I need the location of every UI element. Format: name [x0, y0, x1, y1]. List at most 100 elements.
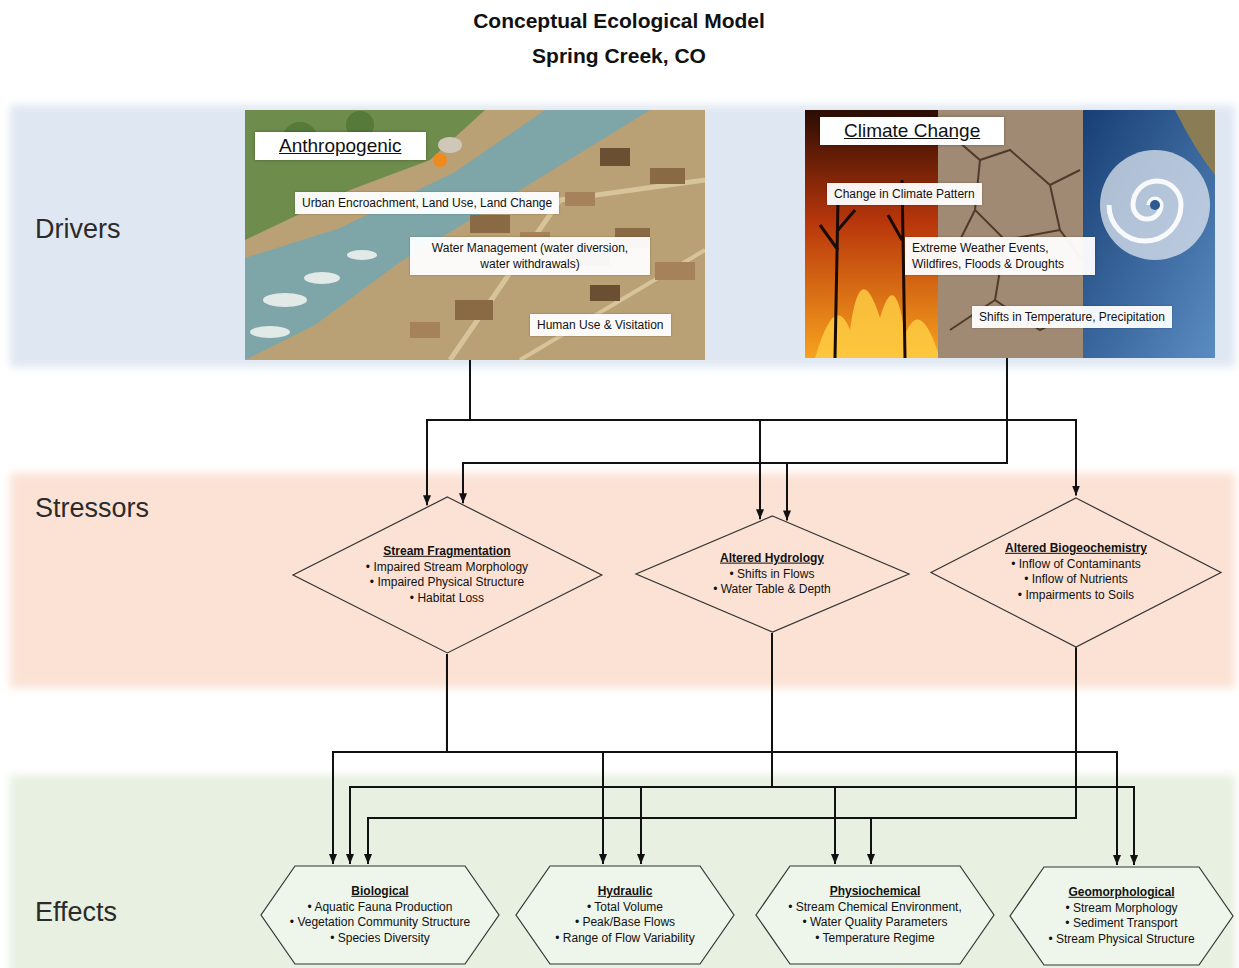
- hexagon-shape: [1010, 867, 1233, 965]
- burnt-tree: [820, 180, 905, 358]
- anthropogenic-illustration: [245, 110, 705, 360]
- rapids: [304, 272, 340, 284]
- stressor-heading: Altered Hydrology: [713, 551, 831, 567]
- connector-arrow: [463, 358, 1007, 503]
- building: [455, 300, 493, 320]
- fire-spot: [433, 153, 447, 167]
- text-block: Hydraulic• Total Volume• Peak/Base Flows…: [555, 884, 694, 946]
- text-block: Stream Fragmentation• Impaired Stream Mo…: [366, 544, 528, 606]
- stressor-item: • Inflow of Contaminants: [1005, 556, 1147, 572]
- rapids: [250, 326, 290, 338]
- driver-label-box: Human Use & Visitation: [530, 314, 671, 336]
- effect-item: • Sediment Transport: [1048, 916, 1194, 932]
- effect-heading: Geomorphological: [1048, 885, 1194, 901]
- building: [600, 148, 630, 166]
- drivers-band-fill: [10, 105, 1235, 367]
- effect-item: • Species Diversity: [290, 931, 470, 947]
- effect-item: • Range of Flow Variability: [555, 931, 694, 947]
- driver-label: Extreme Weather Events, Wildfires, Flood…: [912, 240, 1088, 272]
- stressor-item: • Habitat Loss: [366, 591, 528, 607]
- effect-item: • Vegetation Community Structure: [290, 915, 470, 931]
- building: [655, 262, 695, 280]
- effect-item: • Stream Chemical Environment,: [788, 899, 962, 915]
- effect-item: • Aquatic Fauna Production: [290, 899, 470, 915]
- effect-hexagon: Physiochemical• Stream Chemical Environm…: [755, 865, 995, 965]
- driver-label-box: Change in Climate Pattern: [827, 183, 982, 205]
- building: [410, 322, 440, 338]
- connector-arrow: [447, 654, 1117, 865]
- connector-arrow: [447, 654, 603, 864]
- driver-label: Urban Encroachment, Land Use, Land Chang…: [302, 195, 552, 211]
- driver-panel: Climate ChangeChange in Climate PatternE…: [805, 110, 1215, 358]
- cyclone-eye: [1150, 200, 1160, 210]
- climate-illustration: [805, 110, 1215, 358]
- model-band: Effects Biological• Aquatic Fauna Product…: [10, 775, 1235, 968]
- effect-hexagon: Geomorphological• Stream Morphology• Sed…: [1009, 866, 1234, 966]
- connector-arrow: [641, 633, 772, 864]
- effects-band-fill: [10, 775, 1235, 968]
- effect-item: • Stream Physical Structure: [1048, 932, 1194, 948]
- building: [470, 215, 510, 233]
- driver-panel: AnthropogenicUrban Encroachment, Land Us…: [245, 110, 705, 360]
- text-block: Geomorphological• Stream Morphology• Sed…: [1048, 885, 1194, 947]
- connector-arrow: [772, 633, 835, 864]
- stressor-heading: Stream Fragmentation: [366, 544, 528, 560]
- rapids: [347, 250, 377, 260]
- rapids: [263, 293, 307, 307]
- connector-arrow: [772, 633, 1134, 865]
- driver-label-box: Water Management (water diversion, water…: [410, 237, 650, 275]
- text-block: Biological• Aquatic Fauna Production• Ve…: [290, 884, 470, 946]
- stressor-diamond: Altered Biogeochemistry• Inflow of Conta…: [930, 497, 1222, 648]
- stressor-item: • Impairments to Soils: [1005, 588, 1147, 604]
- stressor-item: • Shifts in Flows: [713, 566, 831, 582]
- text-block: Physiochemical• Stream Chemical Environm…: [788, 884, 962, 946]
- panel-heading: Anthropogenic: [255, 132, 426, 160]
- connector-arrow: [470, 360, 760, 519]
- effect-item: • Stream Morphology: [1048, 900, 1194, 916]
- smoke: [438, 137, 462, 153]
- earth-cracks: [945, 130, 1082, 330]
- text-block: Altered Biogeochemistry• Inflow of Conta…: [1005, 541, 1147, 603]
- driver-label-box: Extreme Weather Events, Wildfires, Flood…: [905, 237, 1095, 275]
- connector-arrow: [787, 358, 1007, 520]
- effect-item: • Water Quality Parameters: [788, 915, 962, 931]
- effect-hexagon: Biological• Aquatic Fauna Production• Ve…: [260, 865, 500, 965]
- diamond-shape: [293, 497, 602, 653]
- diamond-shape: [931, 498, 1221, 647]
- cyclone-spiral: [1109, 181, 1181, 241]
- wildfire-panel: [805, 110, 940, 358]
- stressor-item: • Impaired Physical Structure: [366, 575, 528, 591]
- effect-heading: Physiochemical: [788, 884, 962, 900]
- effect-heading: Hydraulic: [555, 884, 694, 900]
- stressor-item: • Water Table & Depth: [713, 582, 831, 598]
- band-label: Stressors: [35, 492, 149, 524]
- model-band: Drivers AnthropogenicUrban Encroachment, …: [10, 105, 1235, 367]
- effect-heading: Biological: [290, 884, 470, 900]
- effect-item: • Total Volume: [555, 899, 694, 915]
- land-ground: [245, 110, 705, 360]
- stressor-diamond: Stream Fragmentation• Impaired Stream Mo…: [292, 496, 603, 654]
- effect-item: • Peak/Base Flows: [555, 915, 694, 931]
- stressor-diamond: Altered Hydrology• Shifts in Flows• Wate…: [635, 515, 910, 633]
- text-block: Altered Hydrology• Shifts in Flows• Wate…: [713, 551, 831, 598]
- driver-label: Human Use & Visitation: [537, 317, 664, 333]
- connector-arrow: [368, 648, 1076, 865]
- band-label: Effects: [35, 896, 117, 928]
- effect-item: • Temperature Regime: [788, 931, 962, 947]
- driver-label: Shifts in Temperature, Precipitation: [979, 309, 1165, 325]
- effect-hexagon: Hydraulic• Total Volume• Peak/Base Flows…: [515, 865, 735, 965]
- model-band: StressorsStream Fragmentation• Impaired …: [10, 473, 1235, 688]
- panel-heading: Climate Change: [820, 117, 1004, 145]
- stressor-heading: Altered Biogeochemistry: [1005, 541, 1147, 557]
- diamond-shape: [636, 516, 909, 632]
- band-label: Drivers: [35, 213, 121, 245]
- cyclone-cloud: [1100, 150, 1210, 260]
- building: [565, 192, 595, 206]
- hexagon-shape: [261, 866, 499, 964]
- stressor-item: • Inflow of Nutrients: [1005, 572, 1147, 588]
- stressor-item: • Impaired Stream Morphology: [366, 559, 528, 575]
- driver-label: Water Management (water diversion, water…: [417, 240, 643, 272]
- driver-label: Change in Climate Pattern: [834, 186, 975, 202]
